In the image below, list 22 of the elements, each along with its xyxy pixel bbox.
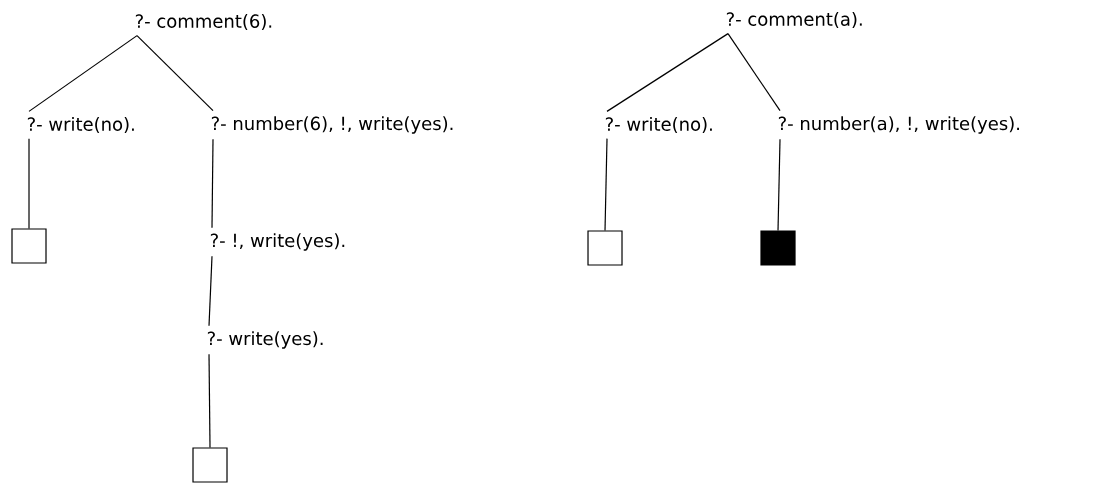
tree-branch [777, 138, 781, 231]
filled-box [760, 230, 796, 266]
goal-text: ?- write(no). [605, 117, 712, 134]
goal-text: ?- comment(a). [726, 12, 862, 29]
goal-text: ?- number(a), !, write(yes). [778, 116, 1019, 134]
tree-branch [211, 138, 214, 229]
goal-text: ?- !, write(yes). [210, 233, 345, 251]
tree-branch [727, 33, 781, 112]
goal-text: ?- comment(6). [135, 14, 272, 31]
tree-branch [606, 33, 729, 112]
empty-box [587, 230, 623, 266]
tree-branch [208, 353, 211, 448]
tree-branch [28, 35, 138, 112]
goal-text: ?- write(yes). [207, 331, 323, 349]
tree-branch [604, 138, 608, 231]
tree-branch [208, 255, 213, 327]
empty-box [11, 228, 47, 264]
tree-branch [136, 35, 214, 112]
empty-box [192, 447, 228, 483]
goal-text: ?- number(6), !, write(yes). [211, 116, 453, 134]
goal-text: ?- write(no). [27, 117, 134, 134]
tree-branch [28, 138, 30, 229]
